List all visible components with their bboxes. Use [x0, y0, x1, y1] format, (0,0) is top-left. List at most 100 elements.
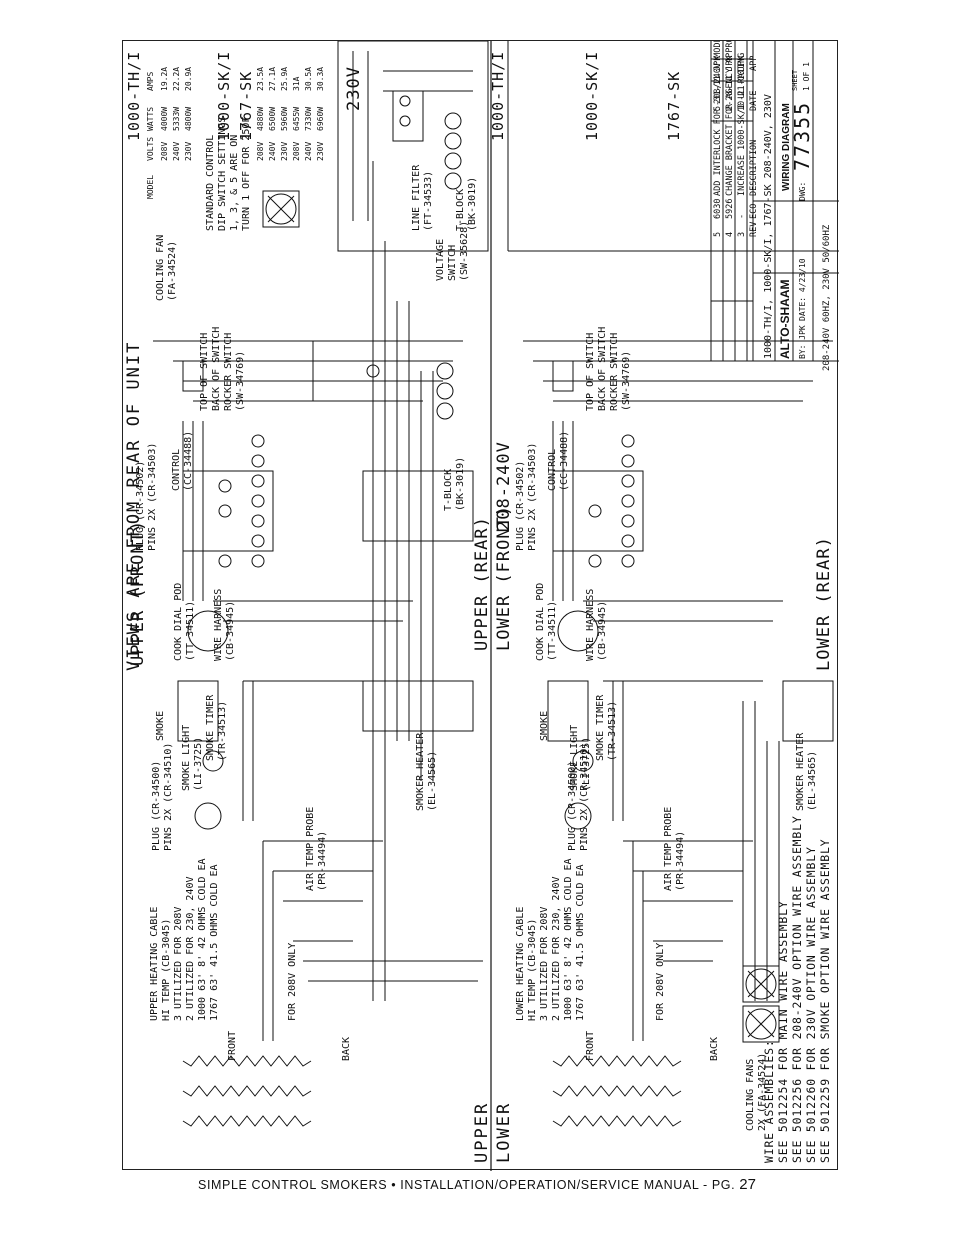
upper-cable-line-4: 1000 63' 8' 42 OHMS COLD EA — [197, 858, 208, 1021]
footer-page-number: 27 — [739, 1176, 756, 1193]
tblock-230-1: (BK-3019) — [467, 177, 478, 231]
tb-voltage-note: 208-240V 60HZ, 230V 50/60HZ — [822, 224, 832, 371]
rev-2-date: 10-21-10 — [737, 70, 747, 111]
lower-cable-line-3: 2 UTILIZED FOR 230, 240V — [551, 877, 562, 1022]
lower-air-temp-probe — [564, 802, 592, 830]
upper-cooling-fan — [262, 190, 300, 228]
rt2-r1-c1: 240V — [304, 142, 313, 161]
for-208-label-lower: FOR 208V ONLY — [655, 943, 666, 1021]
rt1-r1-c3: 27.1A — [268, 67, 277, 91]
lower-smoke-heater-box — [782, 680, 834, 742]
rev-2-eco: - — [737, 214, 747, 219]
rt2-r1-c3: 30.5A — [304, 67, 313, 91]
cook-dial-upper-1: (TT-34511) — [185, 601, 196, 661]
upper-cable-line-3: 2 UTILIZED FOR 230, 240V — [185, 877, 196, 1022]
voltage-switch-1: SWITCH — [447, 245, 458, 281]
rev-h-eco: ECO — [749, 204, 759, 219]
rt2-r0-c3: 31A — [292, 76, 301, 91]
smoke-light-upper-0: SMOKE LIGHT — [181, 725, 192, 791]
back-label-lower: BACK — [709, 1037, 720, 1061]
smoke-label-lower: SMOKE — [539, 711, 550, 741]
air-temp-probe-upper-1: (PR-34494) — [317, 831, 328, 891]
rev-2-desc: INCREASE 1000-SK/I UL RATING — [737, 53, 747, 196]
rev-0-desc: ADD INTERLOCK FOR 208/240V MODELS — [713, 41, 723, 196]
plug-lower-1: PINS 2X (CR-34510) — [579, 743, 590, 851]
cooling-fans-lower-1: 2X (FA-34524) — [757, 1053, 768, 1131]
air-temp-probe-lower-0: AIR TEMP PROBE — [663, 807, 674, 891]
rev-1-rev: 4 — [725, 232, 735, 237]
table-title-2: 1767-SK — [237, 71, 255, 141]
wire-assembly-0: SEE 5012254 FOR MAIN WIRE ASSEMBLY — [776, 900, 790, 1163]
terminal-38 — [218, 554, 232, 568]
lower-cook-dial-pod — [557, 610, 599, 652]
tb-brand: ALTO-SHAAM — [778, 279, 792, 359]
table-title-3: 1000-TH/I — [489, 51, 507, 141]
for-208-label-upper: FOR 208V ONLY — [287, 943, 298, 1021]
tb-sheet-value: 1 OF 1 — [802, 62, 811, 91]
plug-upper-0: PLUG (CR-34500) — [151, 761, 162, 851]
rev-0-date: 5-31-11 — [713, 75, 723, 111]
upper-smoke-heater-box — [362, 680, 474, 732]
cook-dial-upper-0: COOK DIAL POD — [173, 583, 184, 661]
wiring-diagram: VIEWS ARE FROM REAR OF UNIT UPPER (FRONT… — [124, 41, 839, 1171]
tb-dwg-number: 77355 — [790, 101, 814, 171]
wire-harness-upper-0: WIRE HARNESS — [213, 589, 224, 661]
lower-cooling-fan-1 — [742, 965, 780, 1003]
smoke-timer-upper-0: SMOKE TIMER — [205, 694, 216, 761]
rt1-r0-c3: 23.5A — [256, 67, 265, 91]
wire-assembly-1: SEE 5012256 FOR 208-240V OPTION WIRE ASS… — [790, 815, 804, 1163]
plug-control-upper-0: PLUG (CR-34502) — [135, 461, 146, 551]
lower-cable-line-4: 1000 63' 8' 42 OHMS COLD EA — [563, 858, 574, 1021]
cook-dial-lower-0: COOK DIAL POD — [535, 583, 546, 661]
lower-cable-line-2: 3 UTILIZED FOR 208V — [539, 907, 550, 1021]
upper-front-label: UPPER (FRONT) — [128, 520, 148, 666]
line-filter-1: (FT-34533) — [423, 171, 434, 231]
tblock-upper-0: T-BLOCK — [443, 469, 454, 511]
cooling-fan-upper-1: (FA-34524) — [167, 241, 178, 301]
upper-label: UPPER — [472, 1102, 492, 1163]
plug-control-lower-0: PLUG (CR-34502) — [515, 461, 526, 551]
smoke-light-upper-1: (LI-3725) — [193, 737, 204, 791]
line-filter-0: LINE FILTER — [411, 164, 422, 231]
rt0-r1-c3: 22.2A — [172, 67, 181, 91]
upper-cook-dial-pod — [187, 610, 229, 652]
tb-dwg-label: DWG: — [798, 182, 807, 201]
rt2-r2-c1: 230V — [316, 142, 325, 161]
line-filter-box — [392, 90, 424, 142]
tblock-230-0: T-BLOCK — [455, 189, 466, 231]
rt0-r2-c2: 4800W — [184, 107, 193, 131]
rt2-r2-c2: 6960W — [316, 107, 325, 131]
lower-cable-line-5: 1767 63' 41.5 OHMS COLD EA — [575, 864, 586, 1021]
plug-lower-0: PLUG (CR-34500) — [567, 761, 578, 851]
smoke-timer-upper-1: (TR-34513) — [217, 701, 228, 761]
rt1-r2-c3: 25.9A — [280, 67, 289, 91]
tb-by: BY: JPK — [798, 325, 807, 359]
rev-1-eco: 5926 — [725, 199, 735, 219]
control-upper-0: CONTROL — [171, 449, 182, 491]
lower-label: LOWER — [494, 1102, 514, 1163]
upper-cable-line-0: UPPER HEATING CABLE — [149, 907, 160, 1021]
cook-dial-lower-1: (TT-34511) — [547, 601, 558, 661]
lower-rocker-switch — [552, 360, 574, 392]
top-of-switch-lower-1: BACK OF SWITCH — [597, 327, 608, 411]
voltage-switch-2: (SW-35628) — [459, 221, 470, 281]
rev-h-rev: REV — [749, 222, 759, 237]
wire-harness-lower-1: (CB-34945) — [597, 601, 608, 661]
lower-heating-cable-b — [552, 1085, 682, 1097]
rt2-r0-c1: 208V — [292, 142, 301, 161]
top-of-switch-upper-0: TOP OF SWITCH — [199, 333, 210, 411]
rt0-h2: WATTS — [146, 107, 155, 131]
wire-harness-lower-0: WIRE HARNESS — [585, 589, 596, 661]
upper-heating-cable-b — [182, 1085, 312, 1097]
std-control-2: 1, 3, & 5 ARE ON — [229, 135, 240, 231]
lower-control-box — [552, 470, 644, 552]
lower-cooling-fan-2 — [742, 1005, 780, 1043]
rev-h-desc: DESCRIPTION — [749, 140, 759, 196]
rev-0-eco: 6030 — [713, 199, 723, 219]
top-of-switch-lower-0: TOP OF SWITCH — [585, 333, 596, 411]
air-temp-probe-lower-1: (PR-34494) — [675, 831, 686, 891]
smoke-timer-lower-1: (TR-34513) — [607, 701, 618, 761]
rt0-r1-c2: 5333W — [172, 107, 181, 131]
footer-text: SIMPLE CONTROL SMOKERS • INSTALLATION/OP… — [198, 1178, 736, 1192]
rt1-r2-c2: 5960W — [280, 107, 289, 131]
